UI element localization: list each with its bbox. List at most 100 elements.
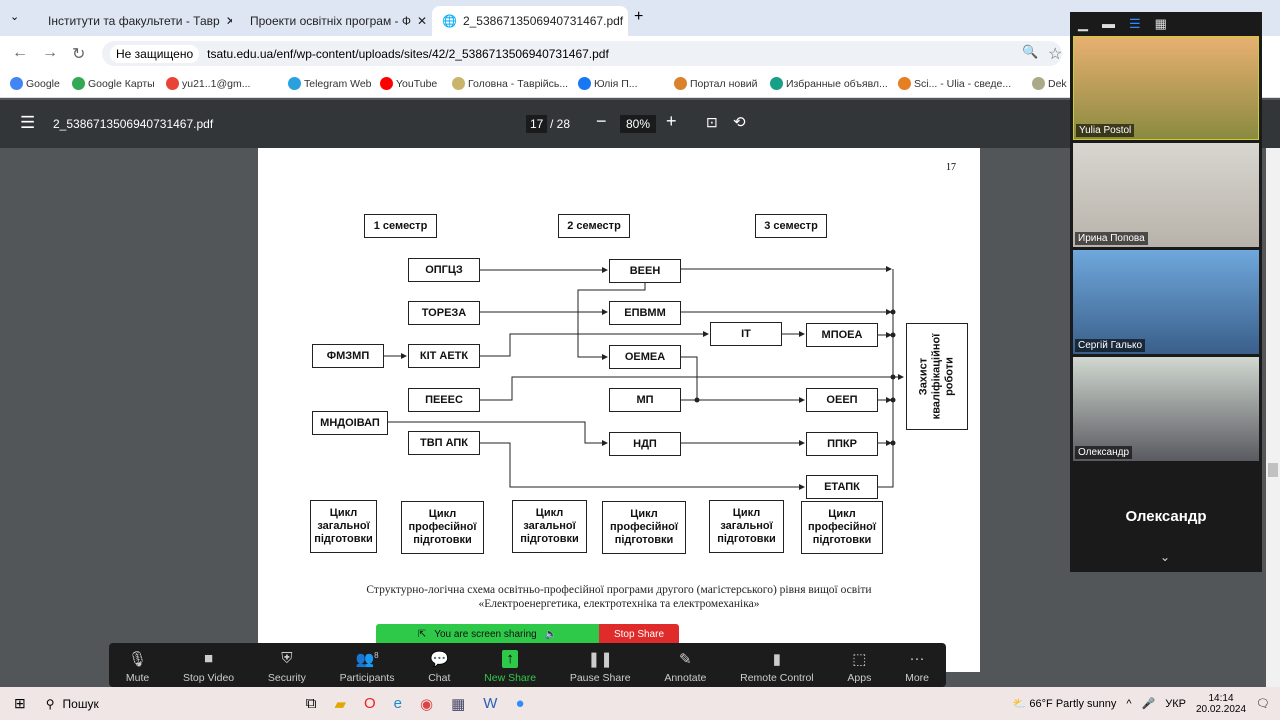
bookmark-item[interactable]: Юлія П...	[578, 77, 638, 90]
gallery-view-icon[interactable]: ▦	[1154, 16, 1167, 31]
bookmark-item[interactable]: Sci... - Ulia - сведе...	[898, 77, 1011, 90]
star-icon[interactable]: ☆	[1048, 46, 1063, 63]
toolbar-label: Apps	[847, 672, 872, 684]
video-tile[interactable]: Сергій Галько	[1073, 250, 1259, 354]
box-opgcz: ОПГЦЗ	[408, 258, 480, 282]
task-view-icon[interactable]: ⧉	[305, 694, 317, 712]
menu-icon[interactable]: ☰	[20, 113, 36, 132]
zoom-mute-button[interactable]: 🎙Mute	[126, 650, 149, 684]
chevron-down-icon[interactable]: ⌄	[1160, 550, 1171, 564]
zoom-input[interactable]: 80%	[620, 115, 657, 133]
toolbar-label: Pause Share	[569, 672, 631, 684]
bookmark-label: YouTube	[396, 77, 438, 90]
bookmark-item[interactable]: YouTube	[380, 77, 437, 90]
edge-icon[interactable]: e	[393, 694, 403, 712]
bookmark-item[interactable]: yu21..1@gm...	[166, 77, 250, 90]
tab-label: Інститути та факультети - Тавр	[48, 14, 220, 28]
calculator-icon[interactable]: ▦	[451, 695, 466, 713]
fit-page-icon[interactable]: ⊡	[706, 114, 718, 130]
zoom-new-share-button[interactable]: ↑New Share	[484, 650, 536, 684]
cycle-box: Цикл загальної підготовки	[310, 500, 377, 553]
bookmark-favicon-icon	[452, 77, 465, 90]
notifications-icon[interactable]: 🗨	[1256, 698, 1270, 710]
toolbar-label: Chat	[428, 672, 451, 684]
tray-chevron-icon[interactable]: ^	[1126, 697, 1132, 710]
bookmark-favicon-icon	[578, 77, 591, 90]
bookmark-item[interactable]: Telegram Web	[288, 77, 372, 90]
zoom-app-icon[interactable]: ●	[515, 694, 525, 712]
video-tile[interactable]: Yulia Postol	[1073, 36, 1259, 140]
opera-icon[interactable]: O	[364, 694, 376, 712]
box-mp: МП	[609, 388, 681, 412]
tab-institutes[interactable]: Інститути та факультети - Тавр ✕	[32, 6, 232, 36]
sharing-status: You are screen sharing	[434, 628, 537, 640]
bookmark-item[interactable]: Избранные объявл...	[770, 77, 888, 90]
box-epvmm: ЕПВММ	[609, 301, 681, 325]
back-button[interactable]: ←	[12, 44, 28, 61]
zoom-annotate-button[interactable]: ✎Annotate	[664, 650, 706, 684]
bookmark-favicon-icon	[770, 77, 783, 90]
speaker-view-icon[interactable]: ☰	[1129, 16, 1141, 31]
toolbar-label: Annotate	[664, 672, 707, 684]
file-explorer-icon[interactable]: ▰	[334, 695, 346, 713]
box-ndp: НДП	[609, 432, 681, 456]
word-icon[interactable]: W	[483, 694, 498, 712]
video-tile[interactable]: Ирина Попова	[1073, 143, 1259, 247]
rotate-icon[interactable]: ⟲	[733, 114, 746, 131]
bookmark-item[interactable]: Головна - Таврійсь...	[452, 77, 568, 90]
zoom-out-button[interactable]: −	[596, 111, 607, 131]
cycle-box: Цикл загальної підготовки	[709, 500, 784, 553]
hide-video-icon[interactable]: ▬	[1102, 16, 1115, 31]
active-speaker-name: Олександр	[1125, 508, 1207, 525]
zoom-icon[interactable]: 🔍	[1022, 44, 1039, 59]
taskbar-search[interactable]: ⚲Пошук	[46, 697, 296, 711]
new-tab-button[interactable]: +	[634, 8, 644, 25]
zoom-remote-control-button[interactable]: ▮Remote Control	[740, 650, 814, 684]
zoom-pause-share-button[interactable]: ❚❚Pause Share	[570, 650, 631, 684]
tab-search-button[interactable]: ⌄	[10, 11, 20, 23]
screen-sharing-banner: ⇱You are screen sharing🔈 Stop Share	[376, 624, 679, 644]
pin-icon[interactable]: ⇱	[417, 628, 427, 640]
bookmark-item[interactable]: Google	[10, 77, 60, 90]
forward-button[interactable]: →	[42, 44, 58, 61]
minimize-icon[interactable]: ▁	[1078, 16, 1088, 31]
weather-widget[interactable]: ⛅ 66°F Partly sunny	[1013, 697, 1117, 710]
zoom-apps-button[interactable]: ⬚Apps	[847, 650, 871, 684]
windows-start-icon[interactable]: ⊞	[14, 695, 26, 711]
zoom-chat-button[interactable]: 💬Chat	[428, 650, 450, 684]
caption-line-2: «Електроенергетика, електротехніка та ел…	[478, 598, 760, 610]
date: 20.02.2024	[1195, 703, 1247, 715]
video-tile[interactable]: Олександр	[1073, 357, 1259, 461]
tab-pdf[interactable]: 🌐2_5386713506940731467.pdf✕	[432, 6, 628, 36]
stop-share-button[interactable]: Stop Share	[599, 624, 679, 644]
bookmark-item[interactable]: Dek	[1032, 77, 1067, 90]
chrome-icon[interactable]: ◉	[420, 695, 434, 713]
close-icon[interactable]: ✕	[417, 14, 428, 28]
bookmark-favicon-icon	[1032, 77, 1045, 90]
zoom-more-button[interactable]: ···More	[905, 650, 929, 684]
close-icon[interactable]: ✕	[225, 14, 232, 28]
semester-2-label: 2 семестр	[558, 214, 630, 238]
pdf-scrollbar[interactable]	[1266, 148, 1280, 687]
reload-button[interactable]: ↻	[72, 46, 86, 63]
bookmark-item[interactable]: Google Карты	[72, 77, 155, 90]
zoom-stop-video-button[interactable]: ■Stop Video	[183, 650, 234, 684]
cycle-box: Цикл професійної підготовки	[801, 501, 883, 554]
thesis-defense-label: Захист кваліфікаційної роботи	[917, 333, 956, 420]
bookmark-item[interactable]: Портал новий	[674, 77, 758, 90]
zoom-in-button[interactable]: +	[666, 111, 677, 131]
caption-line-1: Структурно-логічна схема освітньо-профес…	[366, 584, 872, 596]
pdf-toolbar: ☰ 2_5386713506940731467.pdf 17 / 28 − 80…	[0, 100, 1280, 148]
security-warning[interactable]: Не защищено	[110, 44, 200, 63]
page-input[interactable]: 17	[526, 115, 548, 133]
box-it: ІТ	[710, 322, 782, 346]
language-indicator[interactable]: УКР	[1165, 697, 1186, 710]
zoom-security-button[interactable]: ⛨Security	[268, 650, 306, 684]
bookmark-favicon-icon	[380, 77, 393, 90]
tab-projects[interactable]: Проекти освітніх програм - Ф✕	[234, 6, 430, 36]
